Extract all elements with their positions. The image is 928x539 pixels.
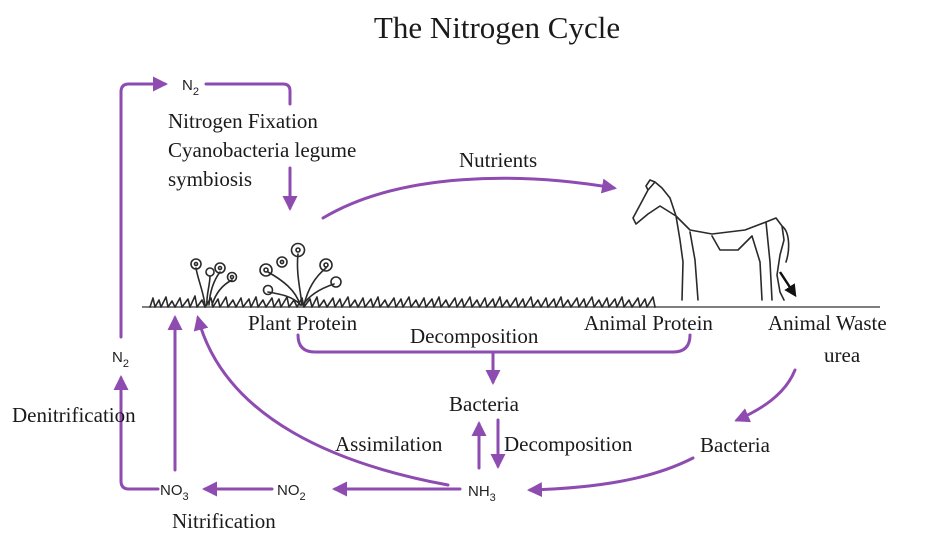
arrow-waste-to-bacteria (737, 370, 795, 420)
fixation-label: Cyanobacteria legume (168, 138, 356, 162)
decomposition-top-label: Decomposition (410, 324, 539, 348)
no2-node: NO2 (277, 482, 306, 503)
assimilation-label: Assimilation (335, 432, 443, 456)
nh3-node: NH3 (468, 483, 496, 504)
n2-left-node: N2 (112, 349, 129, 370)
animal-waste-label: Animal Waste (768, 311, 887, 335)
diagram-title: The Nitrogen Cycle (374, 10, 620, 45)
horse-icon (633, 180, 789, 300)
fixation-label: Nitrogen Fixation (168, 109, 318, 133)
plant-icon (191, 244, 341, 306)
fixation-label: symbiosis (168, 167, 252, 191)
arrow-bacteria-to-nh3 (530, 458, 693, 490)
decomposition-bottom-label: Decomposition (504, 432, 633, 456)
nitrification-label: Nitrification (172, 509, 276, 533)
waste-arrow (780, 272, 795, 295)
animal-protein-label: Animal Protein (584, 311, 713, 335)
plant-protein-label: Plant Protein (248, 311, 358, 335)
no3-node: NO3 (160, 482, 189, 503)
arrow-n2-to-fixation (206, 84, 290, 104)
nutrients-label: Nutrients (459, 148, 537, 172)
grass-ground (142, 296, 880, 307)
bacteria-right-label: Bacteria (700, 433, 771, 457)
arrow-nutrients (323, 178, 614, 218)
bacteria-center-label: Bacteria (449, 392, 520, 416)
urea-label: urea (824, 343, 861, 367)
denitrification-label: Denitrification (12, 403, 136, 427)
arrow-denitrification (121, 378, 158, 489)
n2-top-node: N2 (182, 77, 199, 98)
